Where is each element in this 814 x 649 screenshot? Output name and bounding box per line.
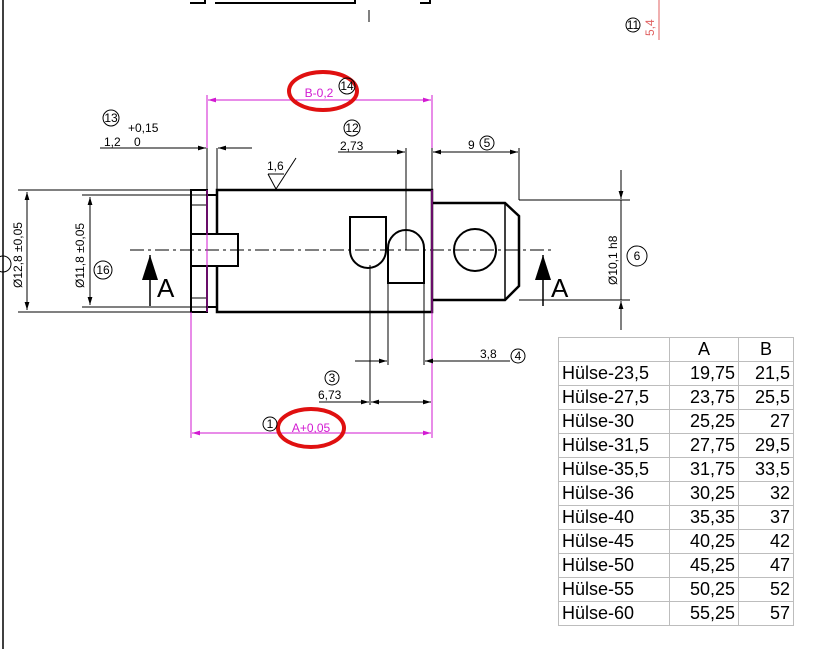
dim-3-text: 6,73 — [318, 388, 342, 402]
table-cell-b: 47 — [738, 553, 794, 578]
table-cell-b: 27 — [738, 409, 794, 434]
table-cell-a: 27,75 — [669, 433, 739, 458]
table-cell-b: 37 — [738, 505, 794, 530]
table-cell-a: 19,75 — [669, 361, 739, 386]
balloon-1-text: 1 — [267, 417, 274, 431]
dia-outer-text: Ø12,8 ±0,05 — [11, 222, 25, 288]
dimension-3: 3 6,73 — [318, 370, 431, 405]
table-cell-a: 35,35 — [669, 505, 739, 530]
balloon-14-text: 14 — [340, 79, 354, 93]
highlight-circle-b — [287, 70, 359, 112]
dimension-inner-diameter: Ø11,8 ±0,05 16 — [73, 194, 207, 308]
table-cell-b: 57 — [738, 601, 794, 626]
balloon-4-text: 4 — [515, 349, 522, 363]
table-cell-name: Hülse-55 — [558, 577, 670, 602]
table-cell-name: Hülse-23,5 — [558, 361, 670, 386]
table-cell-name: Hülse-45 — [558, 529, 670, 554]
section-label-right: A — [551, 273, 569, 303]
table-cell-a: 50,25 — [669, 577, 739, 602]
table-cell-name: Hülse-40 — [558, 505, 670, 530]
table-cell-b: 21,5 — [738, 361, 794, 386]
tol-upper-text: +0,15 — [128, 121, 159, 135]
dimension-5: 9 5 — [433, 135, 520, 200]
balloon-11-text: 6 — [634, 249, 641, 263]
section-label-left: A — [157, 273, 175, 303]
balloon-6-text: 11 — [627, 18, 640, 32]
table-cell-a: 31,75 — [669, 457, 739, 482]
dimension-12: 12 2,73 — [338, 119, 460, 250]
balloon-5-text: 5 — [484, 136, 491, 150]
table-cell-b: 32 — [738, 481, 794, 506]
dimension-b-text: B-0,2 — [305, 86, 334, 100]
table-cell-a: 30,25 — [669, 481, 739, 506]
balloon-6: 11 — [625, 17, 641, 33]
table-cell-name: Hülse-60 — [558, 601, 670, 626]
table-cell-a: 40,25 — [669, 529, 739, 554]
section-marker-right: A — [535, 255, 569, 306]
dim-5-text: 9 — [468, 138, 475, 152]
table-cell-name: Hülse-36 — [558, 481, 670, 506]
red-dimension-text: 5,4 — [643, 19, 657, 36]
highlight-circle-a — [276, 407, 346, 449]
balloon-16-text: 16 — [96, 263, 110, 277]
table-cell-b: 25,5 — [738, 385, 794, 410]
tol-length-text: 1,2 — [104, 135, 121, 149]
dia-inner-text: Ø11,8 ±0,05 — [73, 223, 87, 288]
balloon-12-text: 12 — [345, 121, 359, 135]
table-cell-name: Hülse-50 — [558, 553, 670, 578]
dim-4-text: 3,8 — [480, 347, 497, 361]
table-header-row: A B — [558, 337, 794, 362]
section-marker-left: A — [142, 255, 175, 306]
table-cell-a: 25,25 — [669, 409, 739, 434]
dim-12-text: 2,73 — [340, 139, 364, 153]
balloon-3-text: 3 — [329, 371, 336, 385]
table-cell-name: Hülse-27,5 — [558, 385, 670, 410]
dimension-13: 13 1,2 +0,15 0 — [100, 109, 252, 190]
part-body — [130, 188, 555, 314]
roughness-text: 1,6 — [267, 159, 284, 173]
dimension-outer-diameter: Ø12,8 ±0,05 — [0, 189, 190, 313]
tol-lower-text: 0 — [134, 135, 141, 149]
table-cell-b: 33,5 — [738, 457, 794, 482]
table-header-b: B — [738, 337, 794, 362]
table-cell-b: 52 — [738, 577, 794, 602]
table-cell-name: Hülse-35,5 — [558, 457, 670, 482]
table-cell-b: 42 — [738, 529, 794, 554]
dimension-pin-diameter: Ø10,1 h8 6 — [519, 170, 648, 330]
table-cell-b: 29,5 — [738, 433, 794, 458]
table-cell-a: 23,75 — [669, 385, 739, 410]
table-cell-a: 45,25 — [669, 553, 739, 578]
balloon-13-text: 13 — [104, 111, 118, 125]
table-cell-name: Hülse-30 — [558, 409, 670, 434]
top-partial-view — [190, 0, 431, 22]
table-cell-a: 55,25 — [669, 601, 739, 626]
table-header-name — [558, 337, 670, 362]
roughness-symbol: 1,6 — [267, 157, 297, 190]
dimension-a: A+0,05 1 — [190, 312, 433, 449]
dimension-4: 3,8 4 — [355, 265, 526, 405]
table-cell-name: Hülse-31,5 — [558, 433, 670, 458]
dimension-b: B-0,2 14 — [206, 70, 433, 312]
dimension-a-text: A+0,05 — [292, 421, 331, 435]
table-header-a: A — [669, 337, 739, 362]
dia-pin-text: Ø10,1 h8 — [606, 235, 620, 285]
